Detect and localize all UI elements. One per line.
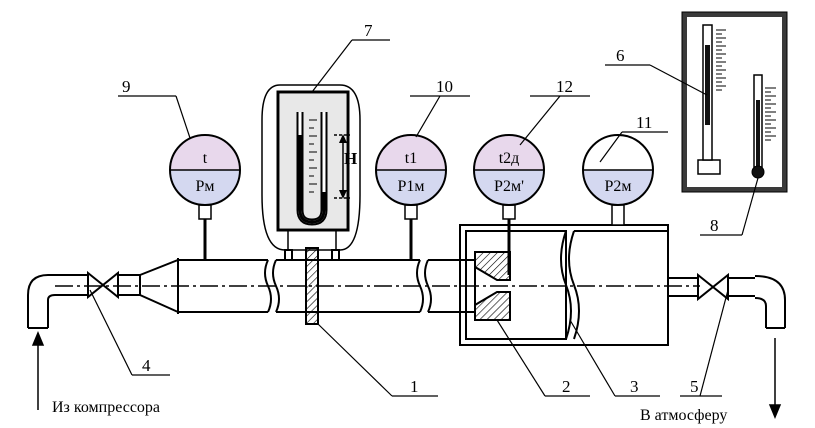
label-1: 1 [410, 377, 419, 396]
outlet-pipe [668, 272, 786, 329]
gauge-9: t Pм [169, 134, 241, 260]
nozzle [474, 251, 511, 321]
leader-lines [89, 39, 759, 397]
label-6: 6 [616, 46, 625, 65]
label-9: 9 [122, 77, 131, 96]
inlet-caption: Из компрессора [52, 399, 160, 416]
flow-arrows [31, 331, 782, 419]
label-10: 10 [436, 77, 453, 96]
label-11: 11 [636, 113, 652, 132]
instrument-panel [681, 11, 788, 193]
label-5: 5 [690, 377, 699, 396]
gauge-9-bottom-label: Pм [195, 178, 214, 195]
gauge-12-top-label: t2д [499, 150, 520, 167]
gauge-12-bottom-label: P2м' [494, 178, 524, 195]
u-tube-manometer: H [261, 84, 361, 251]
label-3: 3 [630, 377, 639, 396]
chamber [459, 224, 669, 346]
gauge-10: t1 P1м [375, 134, 447, 260]
gauge-9-top-label: t [203, 150, 208, 167]
gauge-11-bottom-label: P2м [604, 178, 631, 195]
label-7: 7 [364, 21, 373, 40]
gauge-10-top-label: t1 [405, 150, 417, 167]
label-8: 8 [710, 216, 719, 235]
outlet-caption: В атмосферу [640, 407, 727, 424]
label-2: 2 [562, 377, 571, 396]
label-4: 4 [142, 356, 151, 375]
main-pipe [27, 258, 475, 329]
gauge-10-bottom-label: P1м [397, 178, 424, 195]
callout-labels: 9 7 10 12 11 6 8 4 1 2 3 5 [122, 21, 719, 396]
gauge-11: P2м [582, 134, 654, 226]
manometer-h-label: H [344, 149, 357, 168]
label-12: 12 [556, 77, 573, 96]
